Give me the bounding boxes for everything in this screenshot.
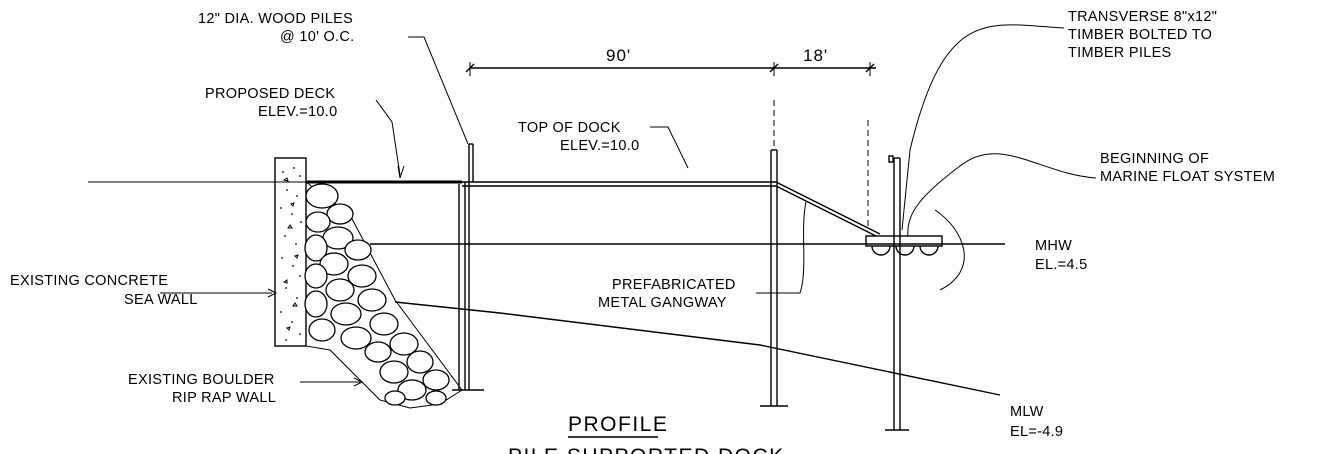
- float-pontoon: [895, 245, 915, 256]
- mhw-label-line2: EL.=4.5: [1035, 257, 1088, 273]
- dimension-tick: [465, 63, 475, 73]
- gangway-label-line2: METAL GANGWAY: [598, 295, 727, 311]
- dimension-span-1: 90': [606, 46, 631, 65]
- title-profile: PROFILE: [568, 413, 668, 436]
- dimension-lines: [465, 62, 876, 230]
- float-deck: [865, 235, 943, 247]
- gangway-bottom: [775, 185, 877, 237]
- concrete-sea-wall: [274, 157, 307, 347]
- deck-label-line2: ELEV.=10.0: [258, 104, 337, 120]
- deck-structure: [306, 180, 881, 237]
- drawing-title: PROFILE PILE SUPPORTED DOCK: [508, 413, 785, 454]
- boulder-label-line2: RIP RAP WALL: [172, 390, 276, 406]
- transverse-label-line1: TRANSVERSE 8"x12": [1068, 9, 1217, 25]
- mhw-label-line1: MHW: [1035, 238, 1072, 254]
- reference-lines: [88, 181, 1005, 396]
- float-leader: [907, 153, 1097, 237]
- piles-leader: [408, 36, 469, 145]
- float-pontoon: [871, 245, 891, 256]
- mlw-seabed-line: [394, 301, 1001, 396]
- gangway-label-line1: PREFABRICATED: [612, 277, 736, 293]
- transverse-label-line3: TIMBER PILES: [1068, 45, 1172, 61]
- dock-label-line2: ELEV.=10.0: [560, 138, 639, 154]
- float-squiggle: [934, 209, 965, 291]
- concrete-aggregate: [282, 177, 299, 331]
- piles: [452, 143, 909, 431]
- seawall-leader-arrow: [267, 288, 278, 298]
- marine-float: [865, 235, 943, 256]
- float-pontoon: [919, 245, 939, 256]
- leader-lines: [160, 24, 1097, 387]
- title-subtitle: PILE SUPPORTED DOCK: [508, 445, 785, 454]
- piles-label-line1: 12" DIA. WOOD PILES: [198, 11, 353, 27]
- seawall-label-line1: EXISTING CONCRETE: [10, 273, 168, 289]
- gangway-top: [775, 181, 881, 235]
- deck-leader-arrow: [397, 165, 405, 179]
- dimension-span-2: 18': [803, 46, 828, 65]
- transverse-label-line2: TIMBER BOLTED TO: [1068, 27, 1212, 43]
- boulder-rip-rap: [304, 181, 463, 409]
- labels: 12" DIA. WOOD PILES @ 10' O.C. PROPOSED …: [10, 9, 1275, 440]
- mlw-label-line1: MLW: [1010, 404, 1044, 420]
- gangway-leader: [756, 201, 807, 294]
- concrete-stipple: [280, 167, 302, 341]
- pile-1: [452, 182, 484, 391]
- boulder-leader-arrow: [353, 377, 364, 387]
- pile-3: [760, 149, 788, 407]
- pile-2: [468, 143, 474, 390]
- dock-label-line1: TOP OF DOCK: [518, 120, 621, 136]
- transverse-leader: [901, 24, 1065, 231]
- deck-leader: [375, 99, 401, 176]
- mlw-label-line2: EL=-4.9: [1010, 424, 1063, 440]
- deck-label-line1: PROPOSED DECK: [205, 86, 335, 102]
- dock-leader: [650, 126, 689, 169]
- float-label-line1: BEGINNING OF: [1100, 151, 1209, 167]
- boulder-label-line1: EXISTING BOULDER: [128, 372, 275, 388]
- piles-label-line2: @ 10' O.C.: [280, 29, 354, 45]
- pile-4: [885, 155, 909, 431]
- seawall-label-line2: SEA WALL: [124, 292, 198, 308]
- dimension-tick: [865, 63, 875, 73]
- float-label-line2: MARINE FLOAT SYSTEM: [1100, 169, 1275, 185]
- dimension-tick: [769, 63, 779, 73]
